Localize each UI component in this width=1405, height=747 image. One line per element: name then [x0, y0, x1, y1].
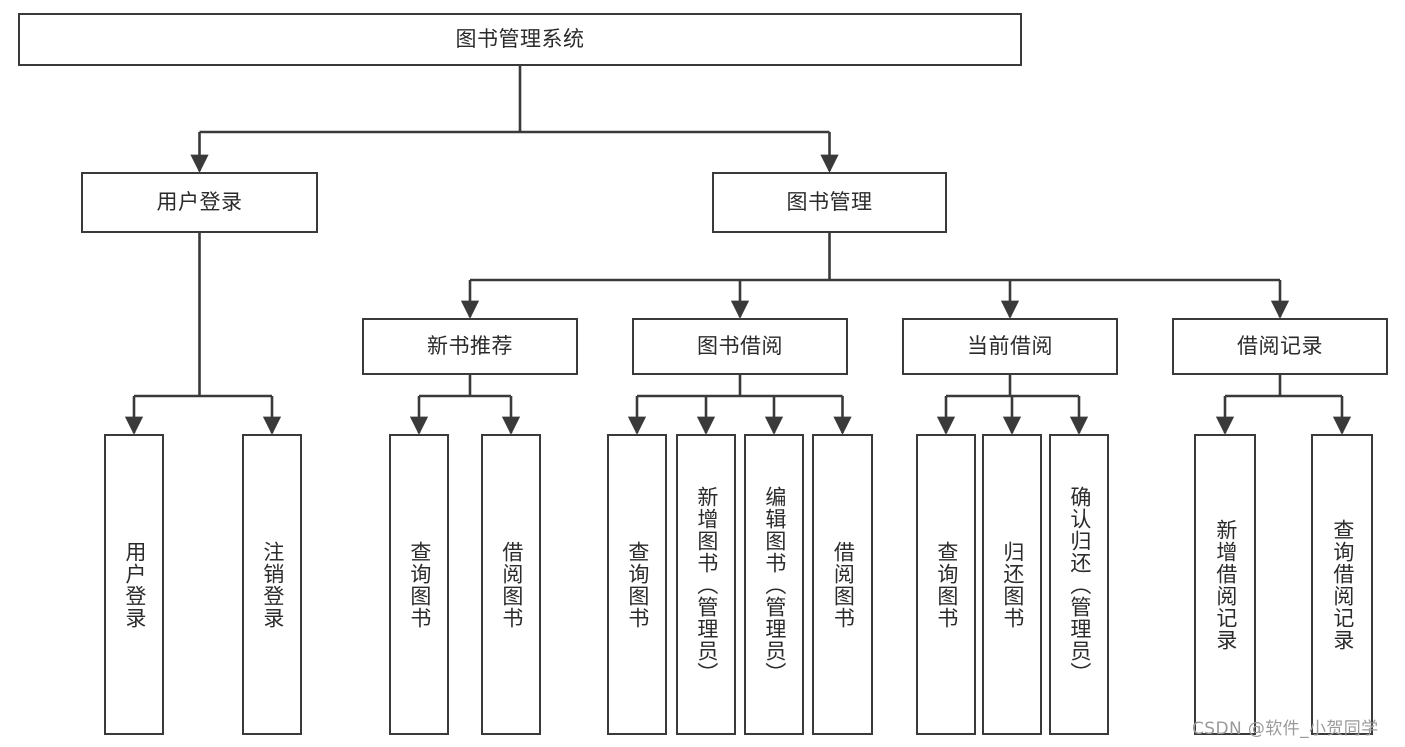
node-book-management[interactable]: 图书管理 [712, 172, 947, 233]
node-borrow-record[interactable]: 借阅记录 [1172, 318, 1388, 375]
node-user-login-label: 用户登录 [156, 189, 243, 214]
leaf-logout[interactable]: 注销登录 [242, 434, 302, 735]
leaf-user-login-label: 用户登录 [122, 540, 147, 629]
leaf-add-borrow-record-label: 新增借阅记录 [1213, 518, 1238, 651]
leaf-logout-label: 注销登录 [260, 540, 285, 629]
leaf-query-book-recommend[interactable]: 查询图书 [389, 434, 449, 735]
node-borrow-record-label: 借阅记录 [1237, 333, 1323, 358]
node-current-borrow[interactable]: 当前借阅 [902, 318, 1118, 375]
leaf-query-book-current[interactable]: 查询图书 [916, 434, 976, 735]
leaf-return-book[interactable]: 归还图书 [982, 434, 1042, 735]
node-new-book-recommend[interactable]: 新书推荐 [362, 318, 578, 375]
leaf-borrow-book-label: 借阅图书 [831, 540, 856, 629]
leaf-return-book-label: 归还图书 [1000, 540, 1025, 629]
node-current-borrow-label: 当前借阅 [967, 333, 1053, 358]
leaf-confirm-return-admin[interactable]: 确认归还（管理员） [1049, 434, 1109, 735]
node-root-label: 图书管理系统 [455, 26, 585, 51]
node-book-borrow[interactable]: 图书借阅 [632, 318, 848, 375]
leaf-edit-book-admin-label: 编辑图书（管理员） [762, 485, 787, 684]
leaf-query-borrow-record-label: 查询借阅记录 [1330, 518, 1355, 651]
leaf-query-book-borrow-label: 查询图书 [625, 540, 650, 629]
leaf-add-book-admin-label: 新增图书（管理员） [694, 485, 719, 684]
leaf-user-login[interactable]: 用户登录 [104, 434, 164, 735]
leaf-add-borrow-record[interactable]: 新增借阅记录 [1194, 434, 1256, 735]
leaf-query-book-recommend-label: 查询图书 [407, 540, 432, 629]
leaf-query-book-borrow[interactable]: 查询图书 [607, 434, 667, 735]
leaf-confirm-return-admin-label: 确认归还（管理员） [1067, 485, 1092, 684]
node-root[interactable]: 图书管理系统 [18, 13, 1022, 66]
leaf-borrow-book-recommend[interactable]: 借阅图书 [481, 434, 541, 735]
leaf-borrow-book-recommend-label: 借阅图书 [499, 540, 524, 629]
node-book-borrow-label: 图书借阅 [697, 333, 783, 358]
leaf-borrow-book[interactable]: 借阅图书 [812, 434, 873, 735]
node-new-book-recommend-label: 新书推荐 [427, 333, 513, 358]
node-user-login[interactable]: 用户登录 [81, 172, 318, 233]
leaf-edit-book-admin[interactable]: 编辑图书（管理员） [744, 434, 804, 735]
watermark: CSDN @软件_小贺同学 [1192, 719, 1379, 739]
leaf-add-book-admin[interactable]: 新增图书（管理员） [676, 434, 736, 735]
leaf-query-book-current-label: 查询图书 [934, 540, 959, 629]
leaf-query-borrow-record[interactable]: 查询借阅记录 [1311, 434, 1373, 735]
node-book-management-label: 图书管理 [786, 189, 873, 214]
